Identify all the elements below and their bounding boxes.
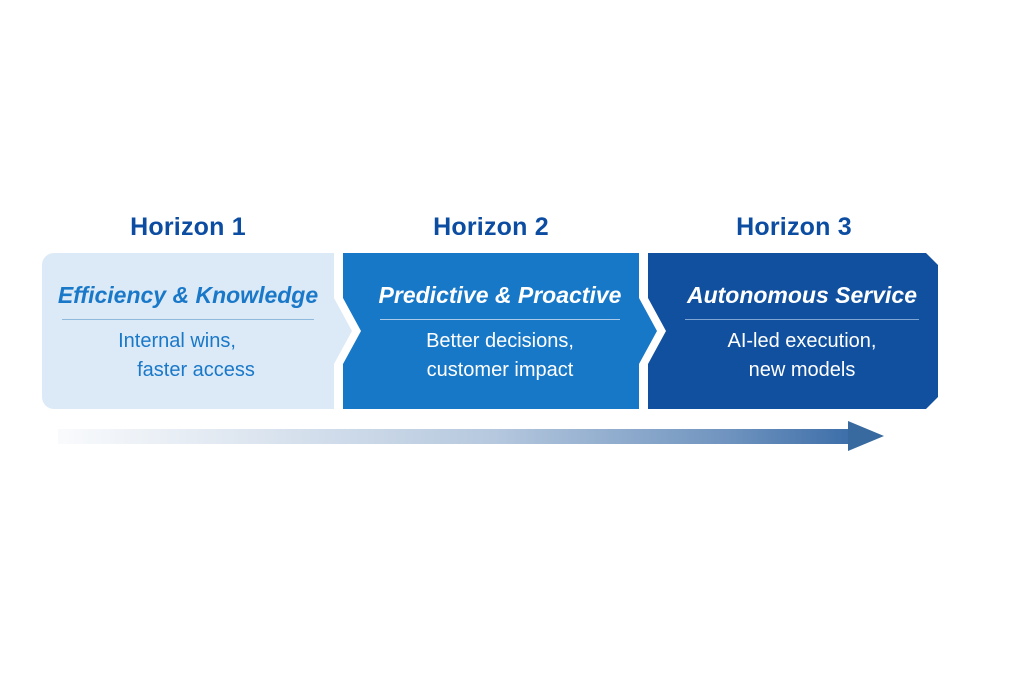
horizon-2-title: Predictive & Proactive [378, 282, 622, 308]
horizon-3-description-line-2: new models [748, 359, 856, 381]
horizon-3-divider [685, 319, 919, 320]
horizon-1-title: Efficiency & Knowledge [57, 282, 319, 308]
horizon-1-box: Efficiency & Knowledge Internal wins, fa… [42, 253, 352, 409]
timeline-arrow-bar [58, 429, 848, 444]
horizon-1-description-line-2: faster access [137, 359, 255, 381]
horizon-3-header: Horizon 3 [736, 213, 852, 241]
horizon-3-box: Autonomous Service AI-led execution, new… [648, 253, 938, 409]
timeline-arrow-head-icon [848, 421, 884, 451]
horizon-1-header: Horizon 1 [130, 213, 246, 241]
horizon-2-description-line-2: customer impact [426, 359, 574, 381]
horizon-3-description-line-1: AI-led execution, [727, 330, 877, 352]
horizon-3-description: AI-led execution, new models [728, 327, 877, 385]
horizon-3-title: Autonomous Service [686, 282, 918, 308]
horizon-1-description: Internal wins, faster access [129, 327, 247, 385]
horizon-2-divider [380, 319, 619, 320]
horizon-2-box: Predictive & Proactive Better decisions,… [343, 253, 657, 409]
horizon-2-description: Better decisions, customer impact [426, 327, 574, 385]
horizon-1-divider [62, 319, 313, 320]
horizon-2-description-line-1: Better decisions, [426, 330, 574, 352]
horizon-1-description-line-1: Internal wins, [118, 330, 236, 352]
horizon-2-header: Horizon 2 [433, 213, 549, 241]
